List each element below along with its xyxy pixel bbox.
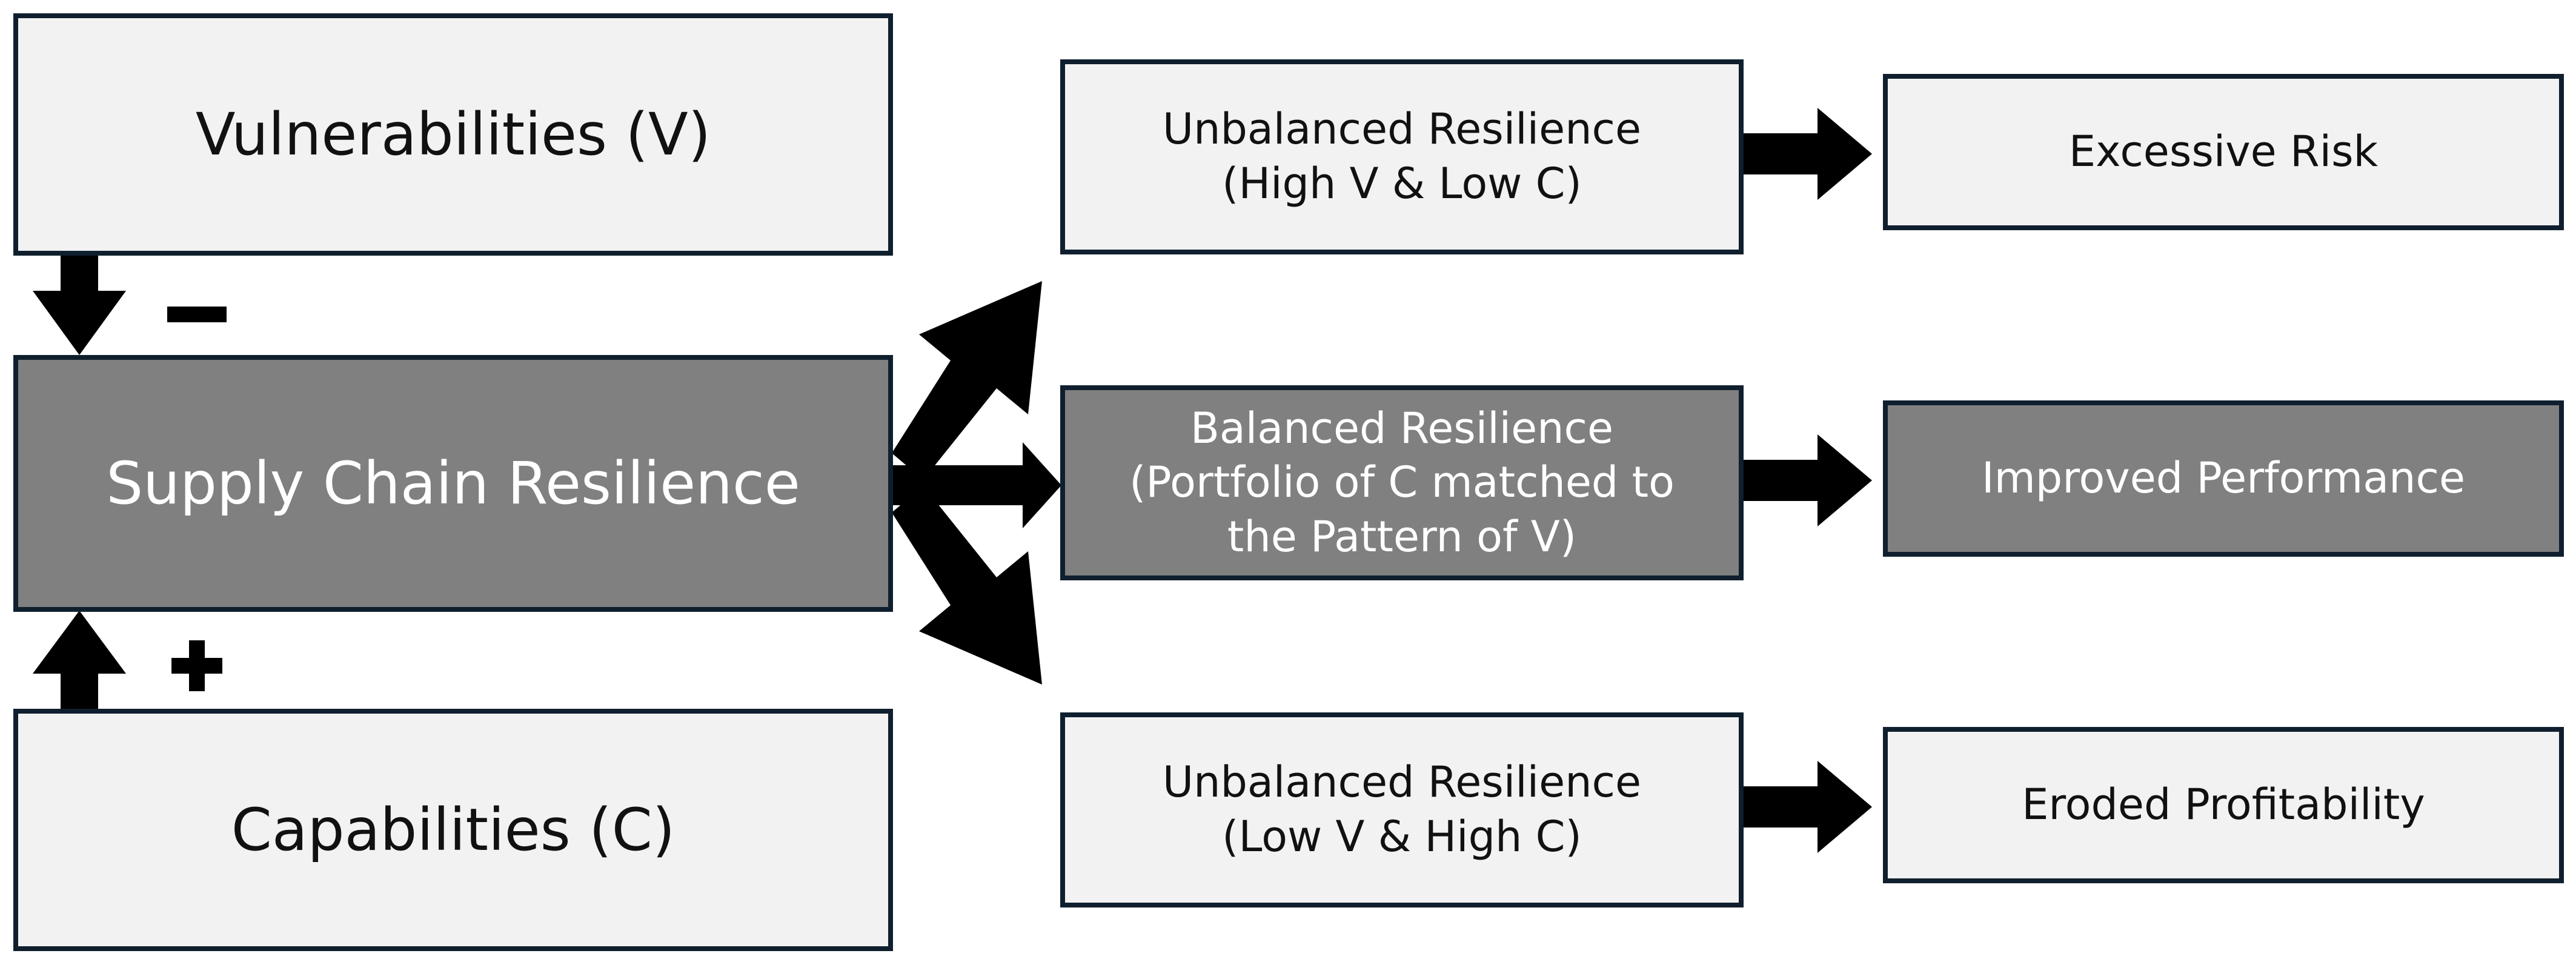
balanced-resilience-box: Balanced Resilience (Portfolio of C matc…	[1060, 385, 1744, 580]
eroded-profitability-label: Eroded Profitability	[2022, 780, 2425, 830]
capabilities-label: Capabilities (C)	[231, 795, 676, 864]
arrow-unbalanced-low-v-to-eroded-profitability	[1744, 761, 1872, 853]
balanced-resilience-detail-2: the Pattern of V)	[1227, 511, 1577, 562]
unbalanced-high-v-title: Unbalanced Resilience	[1162, 104, 1642, 154]
balanced-resilience-detail-1: (Portfolio of C matched to	[1129, 457, 1675, 508]
supply-chain-resilience-label: Supply Chain Resilience	[106, 449, 800, 517]
arrow-unbalanced-high-v-to-excessive-risk	[1744, 108, 1872, 200]
unbalanced-high-v-subtitle: (High V & Low C)	[1222, 159, 1582, 208]
balanced-resilience-title: Balanced Resilience	[1190, 403, 1614, 453]
arrow-balanced-to-improved-performance	[1744, 434, 1872, 526]
unbalanced-low-v-box: Unbalanced Resilience (Low V & High C)	[1060, 712, 1744, 907]
arrow-resilience-to-unbalanced-high-v	[892, 281, 1042, 480]
excessive-risk-box: Excessive Risk	[1883, 74, 2564, 230]
improved-performance-box: Improved Performance	[1883, 400, 2564, 557]
improved-performance-label: Improved Performance	[1981, 453, 2466, 503]
plus-sign	[171, 640, 222, 691]
arrow-capabilities-to-resilience	[33, 611, 126, 709]
arrow-resilience-to-unbalanced-low-v	[892, 486, 1042, 685]
vulnerabilities-box: Vulnerabilities (V)	[13, 13, 893, 256]
arrow-resilience-to-balanced	[892, 442, 1061, 528]
eroded-profitability-box: Eroded Profitability	[1883, 727, 2564, 883]
arrow-vulnerabilities-to-resilience	[33, 256, 126, 355]
vulnerabilities-label: Vulnerabilities (V)	[195, 100, 711, 168]
unbalanced-low-v-subtitle: (Low V & High C)	[1222, 812, 1582, 861]
unbalanced-high-v-box: Unbalanced Resilience (High V & Low C)	[1060, 59, 1744, 254]
unbalanced-low-v-title: Unbalanced Resilience	[1162, 757, 1642, 808]
capabilities-box: Capabilities (C)	[13, 709, 893, 951]
minus-sign	[167, 307, 227, 322]
supply-chain-resilience-box: Supply Chain Resilience	[13, 355, 893, 612]
excessive-risk-label: Excessive Risk	[2068, 127, 2378, 177]
